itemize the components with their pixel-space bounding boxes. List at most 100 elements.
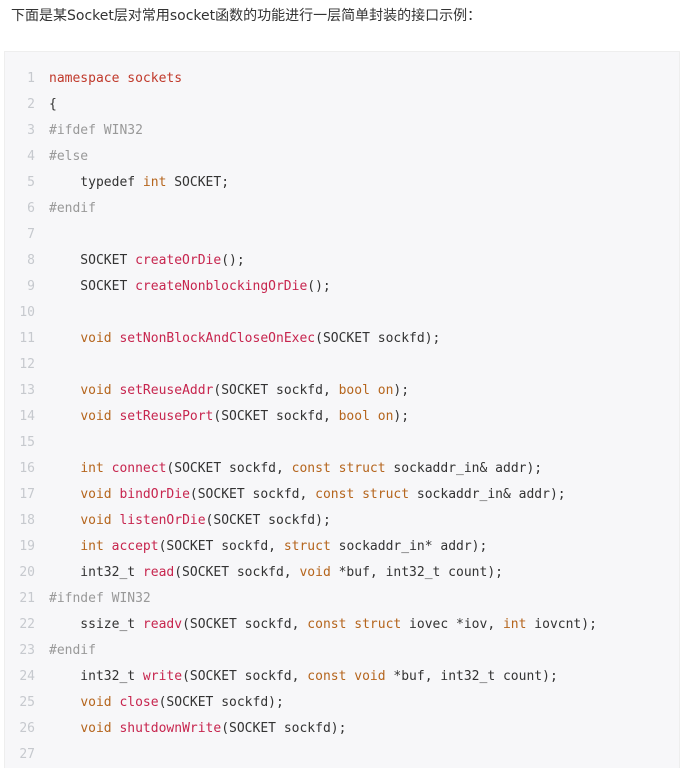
code-token: struct (283, 539, 331, 554)
code-token: int (142, 175, 167, 190)
code-token: const (315, 487, 355, 502)
code-token: namespace (49, 71, 120, 86)
code-token: iovec *iov, (401, 617, 503, 632)
line-number: 16 (19, 461, 35, 476)
code-token: void (80, 409, 112, 424)
line-code: void setReuseAddr(SOCKET sockfd, bool on… (49, 378, 409, 404)
code-token (331, 461, 339, 476)
code-token: (SOCKET sockfd, (166, 461, 292, 476)
line-number: 18 (19, 513, 35, 528)
line-number: 8 (27, 253, 35, 268)
code-token: { (49, 97, 57, 112)
line-number: 15 (19, 435, 35, 450)
line-number: 20 (19, 565, 35, 580)
code-token: SOCKET (49, 253, 136, 268)
line-code: { (49, 92, 57, 118)
code-token (370, 383, 378, 398)
code-token: readv (142, 617, 183, 632)
code-token: void (80, 331, 112, 346)
code-token: void (80, 721, 112, 736)
code-token: #ifdef WIN32 (49, 123, 143, 138)
code-token: ); (393, 409, 410, 424)
code-token: bool (338, 383, 370, 398)
code-token: #else (49, 149, 89, 164)
code-token: #endif (49, 643, 96, 658)
line-code: int accept(SOCKET sockfd, struct sockadd… (49, 534, 487, 560)
code-token: #ifndef WIN32 (49, 591, 151, 606)
code-token: (SOCKET sockfd, (182, 669, 308, 684)
code-token: sockets (127, 71, 183, 86)
code-token: bindOrDie (119, 487, 190, 502)
code-token: sockaddr_in& addr); (385, 461, 543, 476)
code-token: close (119, 695, 159, 710)
line-code: void setReusePort(SOCKET sockfd, bool on… (49, 404, 409, 430)
code-token (49, 721, 80, 736)
code-token: struct (362, 487, 410, 502)
line-number: 4 (27, 149, 35, 164)
code-token: (SOCKET sockfd, (213, 409, 339, 424)
code-token: sockaddr_in* addr); (330, 539, 488, 554)
code-token (49, 539, 80, 554)
code-token: SOCKET; (166, 175, 230, 190)
code-token (49, 695, 80, 710)
code-token: iovcnt); (526, 617, 597, 632)
line-number: 3 (27, 123, 35, 138)
code-token: setReuseAddr (119, 383, 214, 398)
line-number: 23 (19, 643, 35, 658)
code-token: const (291, 461, 331, 476)
code-token: setReusePort (119, 409, 214, 424)
line-number: 25 (19, 695, 35, 710)
code-token: createNonblockingOrDie (135, 279, 308, 294)
line-code: #ifdef WIN32 (49, 118, 143, 144)
line-number: 22 (19, 617, 35, 632)
code-token: on (377, 409, 394, 424)
code-token: const (307, 669, 347, 684)
code-token: (SOCKET sockfd); (315, 331, 441, 346)
code-token (49, 461, 80, 476)
line-number: 5 (27, 175, 35, 190)
code-token: int32_t (49, 565, 143, 580)
line-code: SOCKET createOrDie(); (49, 248, 245, 274)
code-token: createOrDie (135, 253, 222, 268)
code-token: (); (221, 253, 245, 268)
line-number: 2 (27, 97, 35, 112)
code-token (49, 513, 80, 528)
line-number: 21 (19, 591, 35, 606)
intro-paragraph: 下面是某Socket层对常用socket函数的功能进行一层简单封装的接口示例： (11, 8, 482, 24)
line-number: 6 (27, 201, 35, 216)
line-number: 17 (19, 487, 35, 502)
line-number: 26 (19, 721, 35, 736)
code-token: const (307, 617, 347, 632)
code-token: *buf, int32_t count); (330, 565, 503, 580)
line-code: #endif (49, 638, 96, 664)
line-code: #ifndef WIN32 (49, 586, 151, 612)
code-token (104, 539, 112, 554)
line-number: 19 (19, 539, 35, 554)
code-token: shutdownWrite (119, 721, 222, 736)
code-token: read (142, 565, 175, 580)
code-token (49, 383, 80, 398)
line-code: typedef int SOCKET; (49, 170, 229, 196)
code-token (49, 331, 80, 346)
line-number: 14 (19, 409, 35, 424)
code-token: SOCKET (49, 279, 136, 294)
line-code: #endif (49, 196, 96, 222)
line-code: void listenOrDie(SOCKET sockfd); (49, 508, 330, 534)
code-token: (SOCKET sockfd, (158, 539, 284, 554)
line-code: SOCKET createNonblockingOrDie(); (49, 274, 331, 300)
code-token: (SOCKET sockfd); (221, 721, 347, 736)
code-token: void (80, 695, 112, 710)
code-token: void (354, 669, 386, 684)
code-token: sockaddr_in& addr); (409, 487, 566, 502)
code-token: *buf, int32_t count); (385, 669, 558, 684)
code-token: listenOrDie (119, 513, 206, 528)
code-token: struct (354, 617, 402, 632)
code-token: connect (111, 461, 167, 476)
line-code: namespace sockets (49, 66, 182, 92)
code-token: ); (393, 383, 410, 398)
code-token (370, 409, 378, 424)
code-token: (); (307, 279, 331, 294)
line-number: 13 (19, 383, 35, 398)
line-code: int32_t write(SOCKET sockfd, const void … (49, 664, 558, 690)
